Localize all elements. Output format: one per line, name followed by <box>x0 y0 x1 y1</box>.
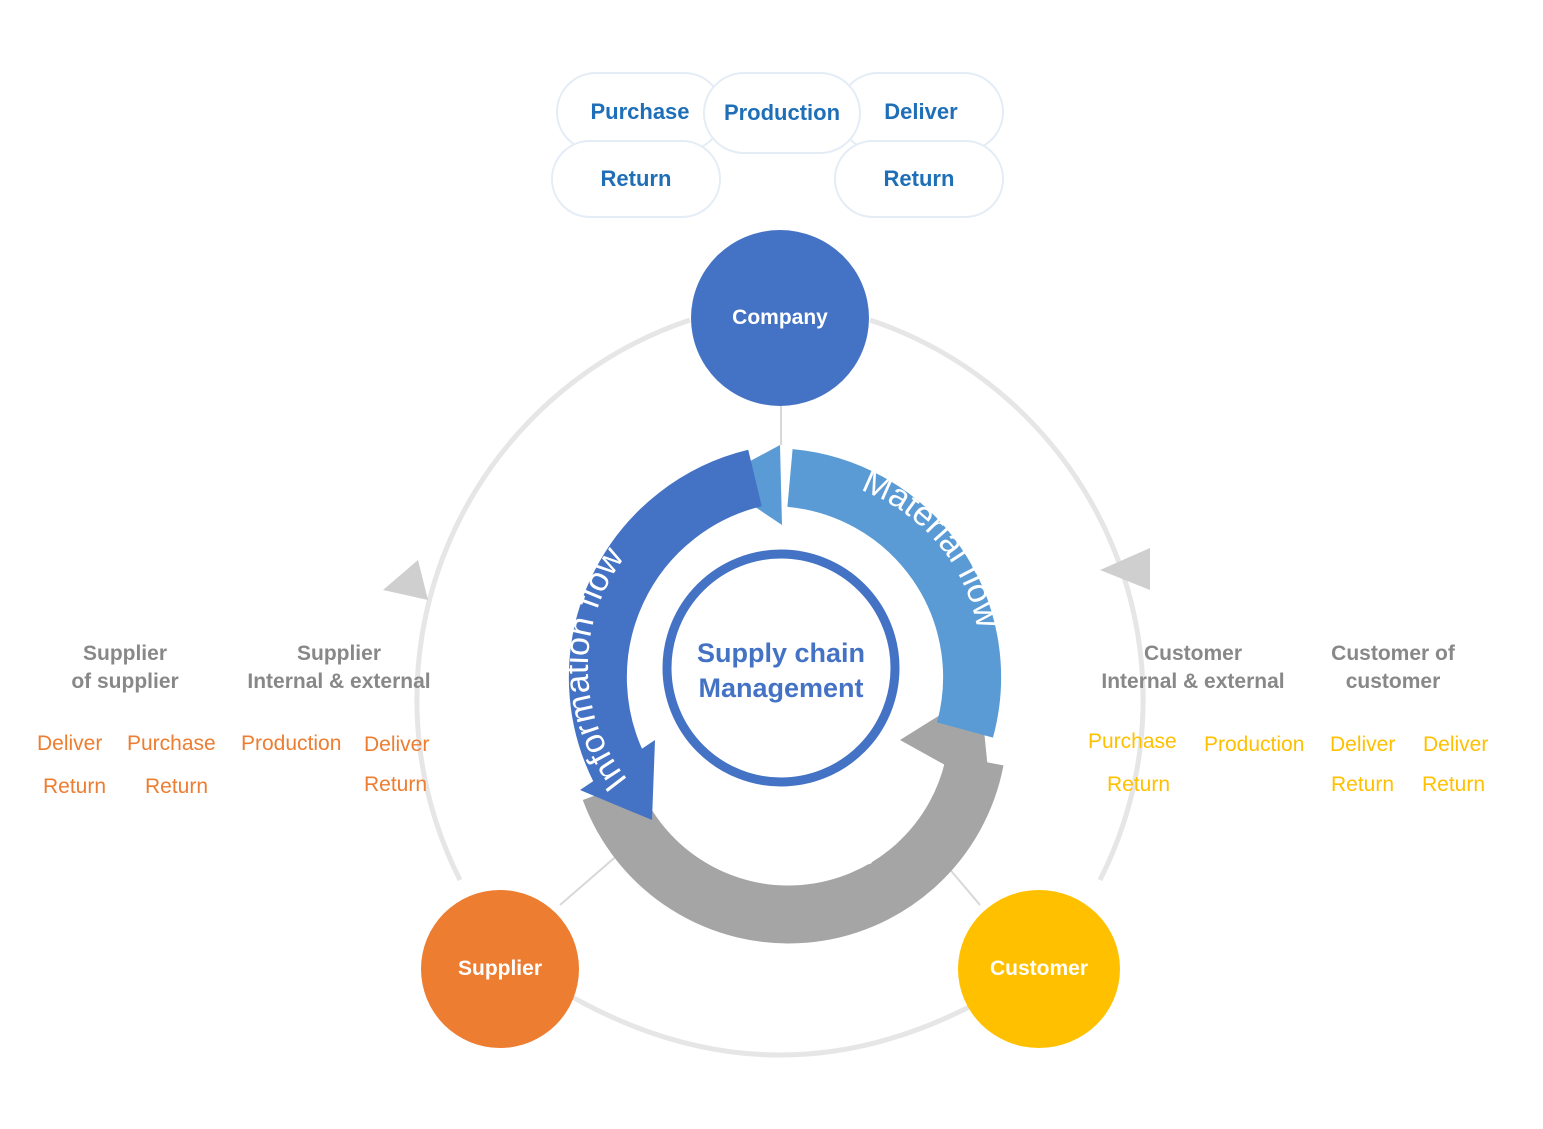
supplier-internal-line2: Internal & external <box>247 670 431 693</box>
customer-of-customer-line2: customer <box>1345 670 1441 693</box>
customer-item-return-3: Return <box>1422 773 1486 796</box>
supplier-item-return-1: Return <box>43 775 107 798</box>
customer-of-customer-line1: Customer of <box>1331 642 1455 665</box>
supplier-item-production: Production <box>241 732 342 755</box>
activity-purchase-label: Purchase <box>590 99 690 124</box>
customer-item-deliver-1: Deliver <box>1330 733 1396 756</box>
center-title: Supply chain Management <box>681 636 881 706</box>
customer-label: Customer <box>989 957 1089 980</box>
cycle-arc-bottom <box>558 987 1002 1058</box>
supplier-of-supplier-line2: of supplier <box>71 670 179 693</box>
information-flow-arrow <box>568 449 763 784</box>
activity-return-left-label: Return <box>600 166 672 191</box>
center-title-line1: Supply chain <box>696 638 866 668</box>
supplier-of-supplier-heading: Supplier of supplier <box>40 640 210 696</box>
customer-item-return-1: Return <box>1107 773 1171 796</box>
supplier-item-purchase: Purchase <box>127 732 216 755</box>
activity-return-left: Return <box>551 140 721 218</box>
cycle-arrow-left <box>383 560 428 600</box>
supplier-item-return-2: Return <box>145 775 209 798</box>
customer-item-return-2: Return <box>1331 773 1395 796</box>
material-flow-arrow <box>786 449 1002 738</box>
customer-node: Customer <box>958 890 1120 1048</box>
customer-item-deliver-2: Deliver <box>1423 733 1489 756</box>
center-ring <box>662 549 900 787</box>
customer-internal-heading: Customer Internal & external <box>1084 640 1302 696</box>
cash-flow-arrow <box>582 754 1004 944</box>
cycle-arc-left <box>414 317 691 882</box>
customer-item-purchase: Purchase <box>1088 730 1177 753</box>
customer-of-customer-heading: Customer of customer <box>1312 640 1474 696</box>
cycle-arc-right <box>869 317 1146 882</box>
customer-item-production: Production <box>1204 733 1305 756</box>
cycle-arrow-right <box>1100 548 1150 590</box>
supplier-label: Supplier <box>457 957 542 980</box>
information-flow-arrowhead <box>580 740 655 820</box>
supplier-of-supplier-line1: Supplier <box>82 642 167 665</box>
activity-deliver: Deliver <box>838 72 1004 152</box>
supplier-item-return-3: Return <box>364 773 428 796</box>
activity-production-label: Production <box>723 100 841 125</box>
activity-purchase: Purchase <box>556 72 724 152</box>
customer-internal-line2: Internal & external <box>1101 670 1285 693</box>
activity-deliver-label: Deliver <box>884 99 958 124</box>
supplier-internal-heading: Supplier Internal & external <box>230 640 448 696</box>
activity-return-right-label: Return <box>883 166 955 191</box>
company-node: Company <box>691 230 869 406</box>
company-label: Company <box>732 306 828 329</box>
supplier-node: Supplier <box>421 890 579 1048</box>
activity-production: Production <box>703 72 861 154</box>
customer-internal-line1: Customer <box>1143 642 1243 665</box>
supplier-item-deliver-2: Deliver <box>364 733 430 756</box>
supplier-item-deliver-1: Deliver <box>37 732 103 755</box>
supplier-internal-line1: Supplier <box>296 642 381 665</box>
center-title-line2: Management <box>698 673 864 703</box>
activity-return-right: Return <box>834 140 1004 218</box>
